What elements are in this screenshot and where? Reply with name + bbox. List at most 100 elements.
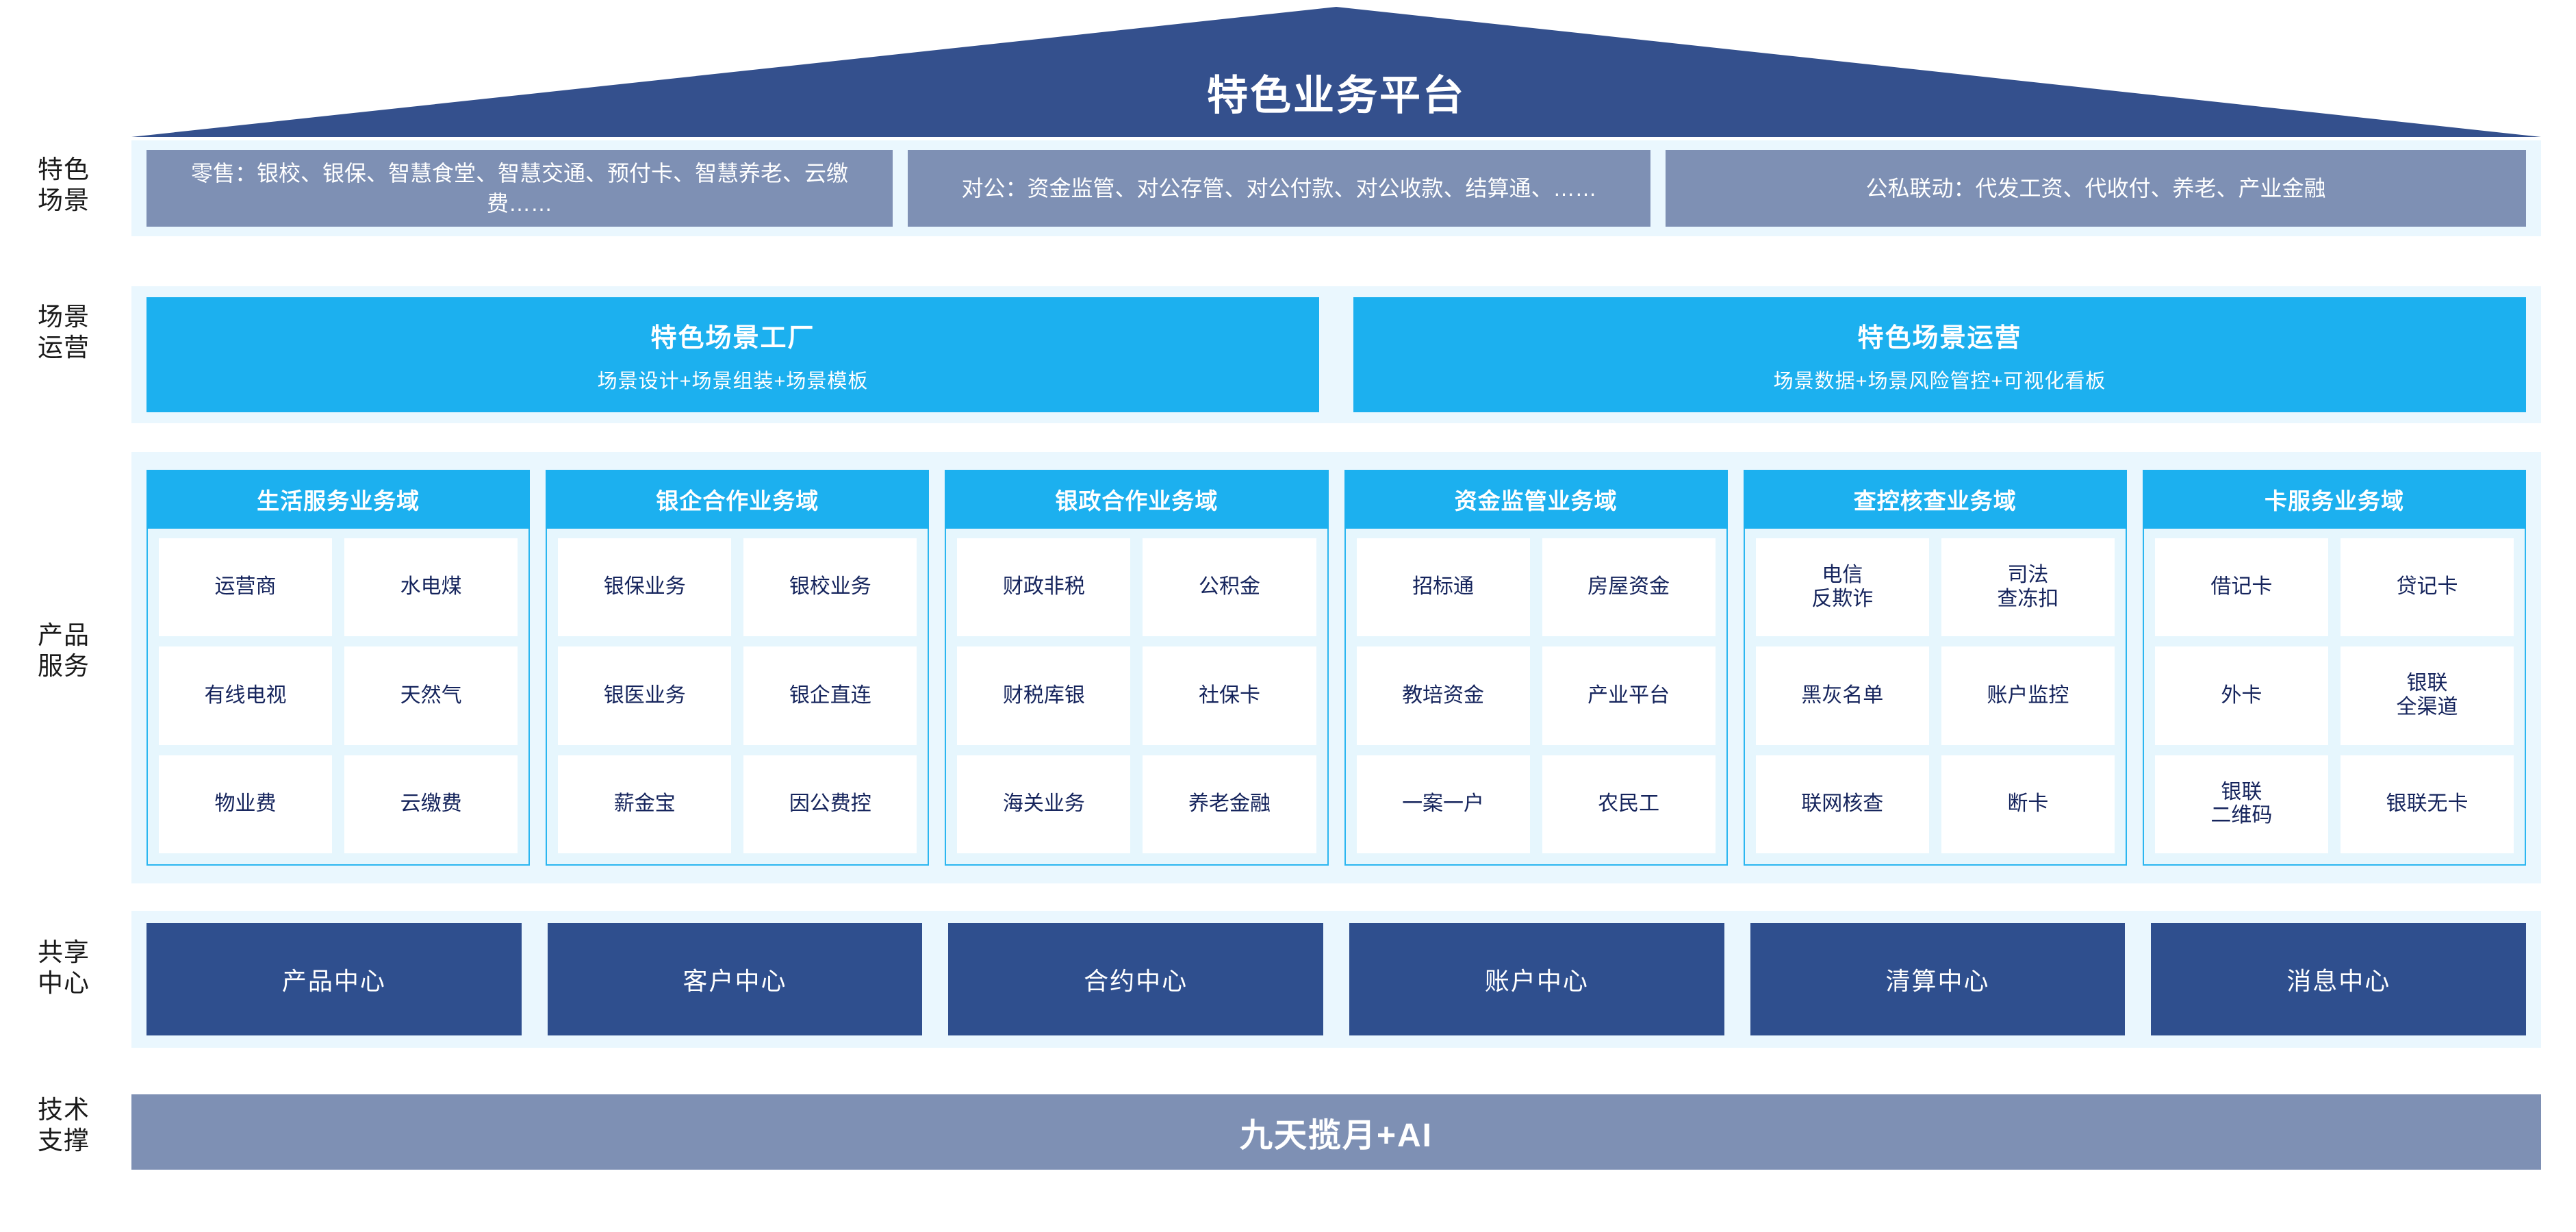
product-cell[interactable]: 物业费 <box>159 755 333 853</box>
product-cell[interactable]: 司法 查冻扣 <box>1941 538 2115 637</box>
product-cell[interactable]: 银联 二维码 <box>2154 755 2328 853</box>
product-cell[interactable]: 财政非税 <box>957 538 1131 637</box>
product-cell[interactable]: 银校业务 <box>743 538 917 637</box>
product-row: 财税库银社保卡 <box>957 646 1316 745</box>
operation-box-scene-factory[interactable]: 特色场景工厂 场景设计+场景组装+场景模板 <box>146 297 1319 412</box>
product-cell[interactable]: 银保业务 <box>558 538 732 637</box>
product-cell[interactable]: 招标通 <box>1356 538 1530 637</box>
product-row: 一案一户农民工 <box>1356 755 1716 853</box>
platform-roof: 特色业务平台 <box>131 7 2541 137</box>
scene-box-list: 零售：银校、银保、智慧食堂、智慧交通、预付卡、智慧养老、云缴费…… 对公：资金监… <box>131 140 2541 236</box>
product-cell[interactable]: 银联 全渠道 <box>2340 646 2514 745</box>
row-label-scene: 特色场景 <box>38 155 90 215</box>
product-cell[interactable]: 海关业务 <box>957 755 1131 853</box>
business-domain-body: 财政非税公积金财税库银社保卡海关业务养老金融 <box>945 529 1329 866</box>
product-cell[interactable]: 黑灰名单 <box>1755 646 1929 745</box>
business-domain-header[interactable]: 查控核查业务域 <box>1743 470 2127 529</box>
shared-center-box-1[interactable]: 产品中心 <box>146 923 522 1035</box>
tech-support-title: 九天揽月+AI <box>1239 1118 1433 1154</box>
product-row: 银保业务银校业务 <box>558 538 917 637</box>
product-row: 物业费云缴费 <box>159 755 518 853</box>
product-row: 电信 反欺诈司法 查冻扣 <box>1755 538 2115 637</box>
operation-band: 特色场景工厂 场景设计+场景组装+场景模板 特色场景运营 场景数据+场景风险管控… <box>131 286 2541 423</box>
product-cell[interactable]: 银联无卡 <box>2340 755 2514 853</box>
product-service-band: 生活服务业务域运营商水电煤有线电视天然气物业费云缴费银企合作业务域银保业务银校业… <box>131 452 2541 883</box>
business-domain-body: 运营商水电煤有线电视天然气物业费云缴费 <box>146 529 531 866</box>
product-cell[interactable]: 账户监控 <box>1941 646 2115 745</box>
product-cell[interactable]: 借记卡 <box>2154 538 2328 637</box>
product-cell[interactable]: 公积金 <box>1143 538 1316 637</box>
scene-box-public-private[interactable]: 公私联动：代发工资、代收付、养老、产业金融 <box>1666 150 2526 227</box>
product-cell[interactable]: 养老金融 <box>1143 755 1316 853</box>
business-domain-header[interactable]: 银政合作业务域 <box>945 470 1329 529</box>
business-domain-column-4: 资金监管业务域招标通房屋资金教培资金产业平台一案一户农民工 <box>1344 470 1728 866</box>
shared-center-box-6[interactable]: 消息中心 <box>2151 923 2527 1035</box>
business-domain-body: 银保业务银校业务银医业务银企直连薪金宝因公费控 <box>546 529 930 866</box>
business-domain-list: 生活服务业务域运营商水电煤有线电视天然气物业费云缴费银企合作业务域银保业务银校业… <box>131 452 2541 883</box>
product-cell[interactable]: 财税库银 <box>957 646 1131 745</box>
product-cell[interactable]: 水电煤 <box>344 538 518 637</box>
product-row: 借记卡贷记卡 <box>2154 538 2514 637</box>
product-cell[interactable]: 断卡 <box>1941 755 2115 853</box>
product-row: 薪金宝因公费控 <box>558 755 917 853</box>
business-domain-column-2: 银企合作业务域银保业务银校业务银医业务银企直连薪金宝因公费控 <box>546 470 930 866</box>
product-row: 运营商水电煤 <box>159 538 518 637</box>
business-domain-column-5: 查控核查业务域电信 反欺诈司法 查冻扣黑灰名单账户监控联网核查断卡 <box>1743 470 2127 866</box>
shared-center-box-5[interactable]: 清算中心 <box>1750 923 2126 1035</box>
product-cell[interactable]: 贷记卡 <box>2340 538 2514 637</box>
product-cell[interactable]: 银企直连 <box>743 646 917 745</box>
row-label-tech: 技术支撑 <box>38 1096 90 1155</box>
product-cell[interactable]: 房屋资金 <box>1542 538 1716 637</box>
product-row: 财政非税公积金 <box>957 538 1316 637</box>
business-domain-header[interactable]: 资金监管业务域 <box>1344 470 1728 529</box>
product-cell[interactable]: 云缴费 <box>344 755 518 853</box>
product-cell[interactable]: 运营商 <box>159 538 333 637</box>
product-row: 联网核查断卡 <box>1755 755 2115 853</box>
product-cell[interactable]: 银医业务 <box>558 646 732 745</box>
product-cell[interactable]: 联网核查 <box>1755 755 1929 853</box>
product-row: 教培资金产业平台 <box>1356 646 1716 745</box>
shared-center-box-4[interactable]: 账户中心 <box>1349 923 1724 1035</box>
product-cell[interactable]: 电信 反欺诈 <box>1755 538 1929 637</box>
product-row: 招标通房屋资金 <box>1356 538 1716 637</box>
shared-center-band: 产品中心客户中心合约中心账户中心清算中心消息中心 <box>131 911 2541 1048</box>
business-domain-column-3: 银政合作业务域财政非税公积金财税库银社保卡海关业务养老金融 <box>945 470 1329 866</box>
product-cell[interactable]: 产业平台 <box>1542 646 1716 745</box>
operation-box-scene-operation[interactable]: 特色场景运营 场景数据+场景风险管控+可视化看板 <box>1353 297 2526 412</box>
row-label-operation: 场景运营 <box>38 303 90 362</box>
business-domain-body: 招标通房屋资金教培资金产业平台一案一户农民工 <box>1344 529 1728 866</box>
product-cell[interactable]: 天然气 <box>344 646 518 745</box>
scene-factory-title: 特色场景工厂 <box>650 323 815 353</box>
scene-band: 零售：银校、银保、智慧食堂、智慧交通、预付卡、智慧养老、云缴费…… 对公：资金监… <box>131 140 2541 236</box>
product-cell[interactable]: 教培资金 <box>1356 646 1530 745</box>
business-domain-header[interactable]: 银企合作业务域 <box>546 470 930 529</box>
business-domain-header[interactable]: 卡服务业务域 <box>2142 470 2527 529</box>
product-cell[interactable]: 一案一户 <box>1356 755 1530 853</box>
shared-center-list: 产品中心客户中心合约中心账户中心清算中心消息中心 <box>131 911 2541 1048</box>
shared-center-box-3[interactable]: 合约中心 <box>948 923 1324 1035</box>
product-cell[interactable]: 有线电视 <box>159 646 333 745</box>
row-label-product: 产品服务 <box>38 621 90 681</box>
scene-operation-title: 特色场景运营 <box>1857 323 2022 353</box>
row-label-shared: 共享中心 <box>38 938 90 998</box>
product-cell[interactable]: 农民工 <box>1542 755 1716 853</box>
shared-center-box-2[interactable]: 客户中心 <box>547 923 923 1035</box>
business-domain-body: 借记卡贷记卡外卡银联 全渠道银联 二维码银联无卡 <box>2142 529 2527 866</box>
product-cell[interactable]: 因公费控 <box>743 755 917 853</box>
product-cell[interactable]: 社保卡 <box>1143 646 1316 745</box>
scene-box-corporate[interactable]: 对公：资金监管、对公存管、对公付款、对公收款、结算通、…… <box>908 150 1650 227</box>
scene-operation-subtitle: 场景数据+场景风险管控+可视化看板 <box>1773 370 2106 392</box>
product-row: 有线电视天然气 <box>159 646 518 745</box>
business-domain-header[interactable]: 生活服务业务域 <box>146 470 531 529</box>
scene-box-retail[interactable]: 零售：银校、银保、智慧食堂、智慧交通、预付卡、智慧养老、云缴费…… <box>146 150 893 227</box>
business-domain-body: 电信 反欺诈司法 查冻扣黑灰名单账户监控联网核查断卡 <box>1743 529 2127 866</box>
product-row: 海关业务养老金融 <box>957 755 1316 853</box>
product-cell[interactable]: 薪金宝 <box>558 755 732 853</box>
product-cell[interactable]: 外卡 <box>2154 646 2328 745</box>
product-row: 银联 二维码银联无卡 <box>2154 755 2514 853</box>
tech-support-band: 九天揽月+AI <box>131 1094 2541 1170</box>
operation-box-list: 特色场景工厂 场景设计+场景组装+场景模板 特色场景运营 场景数据+场景风险管控… <box>131 286 2541 423</box>
product-row: 黑灰名单账户监控 <box>1755 646 2115 745</box>
product-row: 外卡银联 全渠道 <box>2154 646 2514 745</box>
